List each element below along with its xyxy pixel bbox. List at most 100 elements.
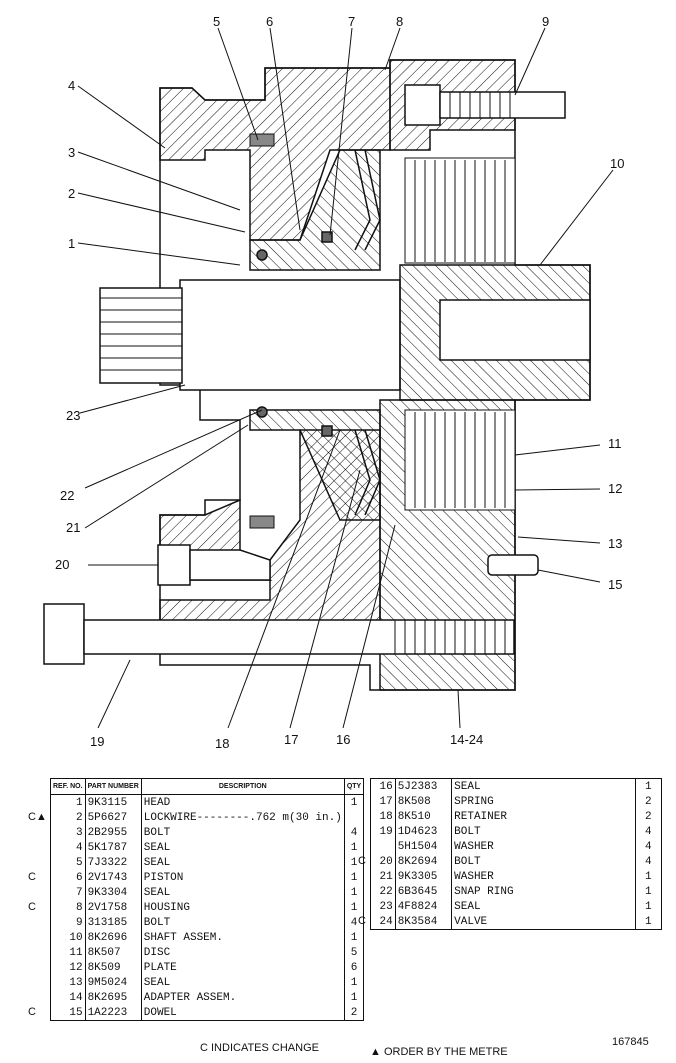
change-mark: C (28, 871, 36, 883)
callout-19: 19 (90, 734, 105, 749)
header-ref: REF. NO. (50, 778, 86, 795)
callout-12: 12 (608, 481, 623, 496)
part-part: 8K2695 (85, 990, 142, 1005)
part-ref: 22 (370, 884, 396, 899)
part-ref: 3 (50, 825, 86, 840)
part-desc: BOLT (141, 825, 345, 840)
part-qty: 1 (645, 870, 652, 883)
part-qty: 1 (645, 780, 652, 793)
part-part: 1A2223 (85, 1005, 142, 1021)
part-desc: LOCKWIRE--------.762 m(30 in.) (141, 810, 345, 825)
callout-5: 5 (213, 14, 221, 29)
part-ref: 24 (370, 914, 396, 930)
part-ref: 21 (370, 869, 396, 884)
change-mark: C (28, 1006, 36, 1018)
callout-22: 22 (60, 488, 75, 503)
part-desc: WASHER (451, 869, 636, 884)
part-part: 9M5024 (85, 975, 142, 990)
callout-16: 16 (336, 732, 351, 747)
order-note: ▲ ORDER BY THE METRE (370, 1046, 508, 1058)
part-part: 5P6627 (85, 810, 142, 825)
header-part-number: PART NUMBER (85, 778, 142, 795)
part-ref: 8 (50, 900, 86, 915)
part-part: 9K3115 (85, 794, 142, 810)
part-ref: 14 (50, 990, 86, 1005)
part-part: 5K1787 (85, 840, 142, 855)
change-mark: C (358, 915, 366, 927)
part-desc: SEAL (451, 899, 636, 914)
callout-21: 21 (66, 520, 81, 535)
part-part: 2V1758 (85, 900, 142, 915)
part-ref: 11 (50, 945, 86, 960)
part-qty: 1 (350, 856, 358, 869)
part-part: 8K3584 (395, 914, 453, 930)
part-qty: 1 (350, 991, 358, 1004)
callout-11: 11 (608, 436, 622, 451)
part-desc: SEAL (141, 840, 345, 855)
part-desc: SPRING (451, 794, 636, 809)
part-desc: SEAL (141, 975, 345, 990)
part-ref: 20 (370, 854, 396, 869)
part-part: 1D4623 (395, 824, 453, 839)
part-ref: 1 (50, 794, 86, 810)
housing-upper (159, 67, 391, 241)
callout-18: 18 (215, 736, 230, 751)
part-ref: 12 (50, 960, 86, 975)
part-qty: 1 (645, 885, 652, 898)
part-desc: VALVE (451, 914, 636, 930)
part-desc: PLATE (141, 960, 345, 975)
part-part: 8K509 (85, 960, 142, 975)
callout-17: 17 (284, 732, 299, 747)
part-qty: 1 (350, 841, 358, 854)
header-qty: QTY (344, 778, 364, 795)
part-part: 4F8824 (395, 899, 453, 914)
part-qty: 6 (350, 961, 358, 974)
part-ref: 2 (50, 810, 86, 825)
part-ref: 6 (50, 870, 86, 885)
part-desc: DOWEL (141, 1005, 345, 1021)
part-qty: 1 (645, 915, 652, 928)
part-ref: 4 (50, 840, 86, 855)
part-desc: HOUSING (141, 900, 345, 915)
part-part: 8K2694 (395, 854, 453, 869)
part-ref: 7 (50, 885, 86, 900)
callout-1: 1 (68, 236, 76, 251)
part-ref: 9 (50, 915, 86, 930)
part-desc: PISTON (141, 870, 345, 885)
part-desc: HEAD (141, 794, 345, 810)
callout-3: 3 (68, 145, 76, 160)
part-part: 2V1743 (85, 870, 142, 885)
part-part: 9K3305 (395, 869, 453, 884)
callout-4: 4 (68, 78, 76, 93)
part-part: 2B2955 (85, 825, 142, 840)
part-ref: 5 (50, 855, 86, 870)
callout-7: 7 (348, 14, 356, 29)
part-qty: 1 (350, 886, 358, 899)
part-desc: BOLT (141, 915, 345, 930)
part-ref: 13 (50, 975, 86, 990)
part-qty (344, 810, 363, 825)
part-desc: BOLT (451, 854, 636, 869)
part-qty: 4 (645, 855, 652, 868)
callout-20: 20 (55, 557, 70, 572)
part-ref: 23 (370, 899, 396, 914)
part-desc: WASHER (451, 839, 636, 854)
part-part: 313185 (85, 915, 142, 930)
callout-8: 8 (396, 14, 404, 29)
